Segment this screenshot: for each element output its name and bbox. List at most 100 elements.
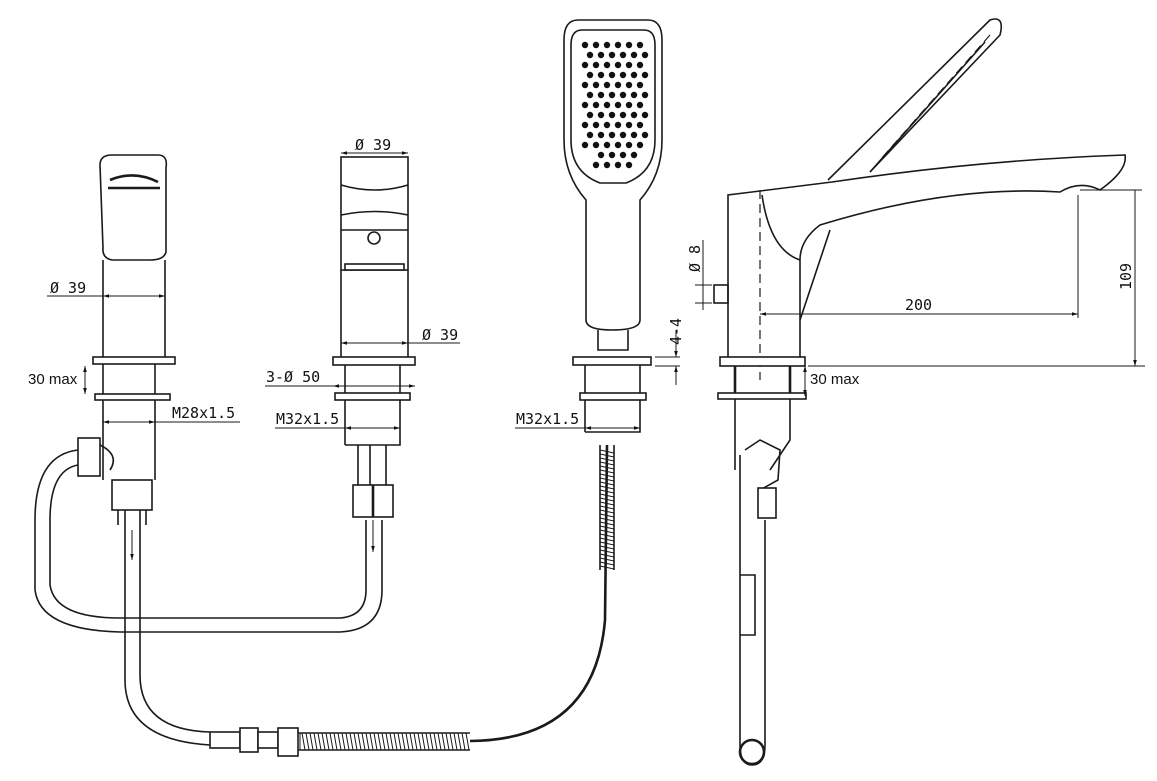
- nozzle-dot: [636, 81, 644, 89]
- hose-braid-line: [599, 469, 615, 474]
- hose-braid-line: [365, 732, 370, 751]
- diverter-thread-label: M32x1.5: [276, 410, 339, 428]
- nozzle-dot: [603, 121, 611, 129]
- nozzle-dot: [625, 101, 633, 109]
- side-view-reach-label: 200: [905, 296, 932, 314]
- nozzle-dot: [614, 121, 622, 129]
- nozzle-dot: [597, 91, 605, 99]
- hose-braid-line: [429, 732, 434, 751]
- hose-braid-line: [599, 525, 615, 530]
- hose-braid-line: [361, 732, 366, 751]
- nozzle-dot: [603, 161, 611, 169]
- hose-braid-line: [599, 549, 615, 554]
- nozzle-dot: [597, 71, 605, 79]
- nozzle-dot: [586, 91, 594, 99]
- nozzle-dot: [636, 101, 644, 109]
- hose-braid-line: [599, 453, 615, 458]
- hose-braid-line: [599, 473, 615, 478]
- nozzle-dot: [603, 41, 611, 49]
- hose-braid-line: [353, 732, 358, 751]
- hose-braid-line: [599, 565, 615, 570]
- hose-braid-line: [357, 732, 362, 751]
- hose-braid-line: [445, 732, 450, 751]
- hose-braid-line: [599, 477, 615, 482]
- hose-braid-line: [599, 533, 615, 538]
- nozzle-dot: [608, 91, 616, 99]
- nozzle-dot: [603, 141, 611, 149]
- hose-braid-line: [599, 553, 615, 558]
- side-view-deck-label: 30 max: [810, 371, 860, 388]
- nozzle-dot: [592, 41, 600, 49]
- nozzle-dot: [614, 81, 622, 89]
- diverter-body-diameter-label: Ø 39: [422, 326, 458, 344]
- hose-braid-line: [599, 557, 615, 562]
- hose-braid-line: [313, 732, 318, 751]
- hose-braid-line: [599, 485, 615, 490]
- hand-shower-thread-label: M32x1.5: [516, 410, 579, 428]
- hose-braid-line: [345, 732, 350, 751]
- nozzle-dot: [592, 101, 600, 109]
- hose-braid-line: [599, 513, 615, 518]
- hose-braid-line: [301, 732, 306, 751]
- hose-braid-line: [377, 732, 382, 751]
- hose-braid-line: [341, 732, 346, 751]
- hose-braid-line: [329, 732, 334, 751]
- nozzle-dot: [597, 151, 605, 159]
- diverter-front-view: Ø 39 Ø 39 3-Ø 50 M32x1.5: [265, 136, 460, 552]
- hand-shower-front-view: M32x1.5 4-4: [515, 19, 685, 433]
- hose-braid-line: [599, 497, 615, 502]
- spout-mixer-thread-label: M28x1.5: [172, 404, 235, 422]
- hose-braid-line: [599, 449, 615, 454]
- hose-braid-line: [421, 732, 426, 751]
- hose-braid-line: [599, 489, 615, 494]
- nozzle-dot: [581, 81, 589, 89]
- nozzle-dot: [619, 71, 627, 79]
- spout-mixer-diameter-label: Ø 39: [50, 279, 86, 297]
- hose-braid-line: [309, 732, 314, 751]
- nozzle-dot: [592, 121, 600, 129]
- nozzle-dot: [641, 91, 649, 99]
- nozzle-dot: [608, 151, 616, 159]
- hose-braid-line: [413, 732, 418, 751]
- nozzle-dot: [581, 121, 589, 129]
- nozzle-dot: [592, 61, 600, 69]
- hose-braid-line: [599, 529, 615, 534]
- bath-spout-side-view: Ø 8 200 109 30 max: [686, 18, 1145, 766]
- nozzle-dot: [581, 41, 589, 49]
- diverter-hole-label: 3-Ø 50: [266, 368, 320, 386]
- nozzle-dot: [625, 121, 633, 129]
- side-view-pin-label: Ø 8: [686, 245, 704, 272]
- spout-mixer-deck-label: 30 max: [28, 371, 78, 388]
- hose-braid-line: [453, 732, 458, 751]
- nozzle-dot: [614, 161, 622, 169]
- hose-braid-line: [599, 541, 615, 546]
- nozzle-dot: [636, 61, 644, 69]
- nozzle-dot: [586, 71, 594, 79]
- nozzle-dot: [625, 161, 633, 169]
- hose-braid-line: [337, 732, 342, 751]
- nozzle-dot: [641, 51, 649, 59]
- nozzle-dot: [614, 61, 622, 69]
- hose-braid-line: [349, 732, 354, 751]
- hose-braid-line: [369, 732, 374, 751]
- spout-mixer-front-view: Ø 39 30 max M28x1.5: [28, 154, 240, 560]
- nozzle-dot: [603, 61, 611, 69]
- nozzle-dot: [608, 71, 616, 79]
- hose-braid-line: [449, 732, 454, 751]
- hose-braid-line: [599, 481, 615, 486]
- nozzle-dot: [625, 61, 633, 69]
- hand-shower-flange-label: 4-4: [667, 318, 685, 345]
- nozzle-dot: [636, 41, 644, 49]
- nozzle-dot: [630, 131, 638, 139]
- nozzle-dot: [636, 121, 644, 129]
- nozzle-dot: [608, 51, 616, 59]
- hose-braid-line: [333, 732, 338, 751]
- nozzle-dot: [581, 101, 589, 109]
- diverter-top-diameter-label: Ø 39: [355, 136, 391, 154]
- hose-braid-line: [465, 732, 470, 751]
- nozzle-dot: [614, 141, 622, 149]
- hose-braid-line: [599, 505, 615, 510]
- nozzle-dot: [619, 51, 627, 59]
- nozzle-dot: [592, 141, 600, 149]
